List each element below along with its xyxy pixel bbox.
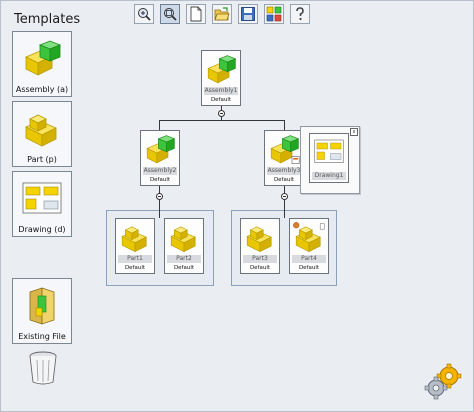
rebuild-icon bbox=[266, 6, 282, 22]
connector-line bbox=[159, 120, 160, 130]
close-icon[interactable]: x bbox=[350, 128, 358, 136]
part-icon bbox=[121, 226, 147, 253]
new-document-icon bbox=[190, 6, 202, 22]
assembly-icon bbox=[207, 55, 237, 84]
template-assembly[interactable]: Assembly (a) bbox=[12, 31, 72, 97]
template-existing-file-label: Existing File bbox=[18, 332, 66, 341]
collapse-toggle-assembly2[interactable] bbox=[156, 193, 163, 200]
help-icon bbox=[296, 7, 304, 21]
part-icon bbox=[170, 226, 196, 253]
trash-icon[interactable] bbox=[27, 350, 59, 386]
template-drawing-label: Drawing (d) bbox=[18, 225, 66, 234]
zoom-in-button[interactable] bbox=[134, 4, 154, 24]
node-config: Default bbox=[210, 97, 232, 103]
node-part1[interactable]: Part1 Default bbox=[115, 218, 155, 274]
collapse-toggle-assembly1[interactable] bbox=[218, 110, 225, 117]
folder-icon bbox=[29, 287, 55, 325]
connector-line bbox=[159, 120, 285, 121]
part-icon bbox=[25, 114, 57, 147]
node-config: Default bbox=[298, 265, 320, 271]
node-config: Default bbox=[124, 265, 146, 271]
assembly-icon bbox=[270, 135, 300, 164]
connector-line bbox=[159, 186, 160, 218]
part-icon bbox=[293, 222, 325, 253]
save-button[interactable] bbox=[238, 4, 258, 24]
open-button[interactable] bbox=[212, 4, 232, 24]
node-name: Drawing1 bbox=[312, 172, 346, 180]
open-folder-icon bbox=[214, 7, 230, 21]
template-part-label: Part (p) bbox=[27, 155, 57, 164]
zoom-in-icon bbox=[138, 8, 151, 21]
drawing1-panel[interactable]: x Drawing1 bbox=[300, 126, 360, 194]
assembly-icon bbox=[146, 135, 176, 164]
node-drawing1[interactable]: Drawing1 bbox=[309, 133, 349, 183]
node-part3[interactable]: Part3 Default bbox=[240, 218, 280, 274]
node-part2[interactable]: Part2 Default bbox=[164, 218, 204, 274]
drawing-icon bbox=[314, 139, 344, 163]
drawing-icon bbox=[22, 182, 62, 214]
node-name: Part3 bbox=[243, 255, 277, 263]
rebuild-button[interactable] bbox=[264, 4, 284, 24]
node-name: Assembly1 bbox=[204, 87, 238, 95]
node-part4[interactable]: Part4 Default bbox=[289, 218, 329, 274]
template-drawing[interactable]: Drawing (d) bbox=[12, 171, 72, 237]
connector-line bbox=[284, 186, 285, 218]
zoom-fit-icon bbox=[164, 8, 177, 21]
node-name: Part4 bbox=[292, 255, 326, 263]
node-name: Part1 bbox=[118, 255, 152, 263]
node-assembly3[interactable]: Assembly3 Default bbox=[264, 130, 304, 186]
node-name: Part2 bbox=[167, 255, 201, 263]
gear-icon[interactable] bbox=[424, 362, 464, 400]
node-assembly2[interactable]: Assembly2 Default bbox=[140, 130, 180, 186]
assembly-icon bbox=[25, 40, 62, 76]
zoom-fit-button[interactable] bbox=[160, 4, 180, 24]
template-assembly-label: Assembly (a) bbox=[15, 85, 69, 94]
part-icon bbox=[246, 226, 272, 253]
node-config: Default bbox=[249, 265, 271, 271]
help-button[interactable] bbox=[290, 4, 310, 24]
node-config: Default bbox=[173, 265, 195, 271]
node-name: Assembly2 bbox=[143, 167, 177, 175]
node-config: Default bbox=[273, 177, 295, 183]
template-part[interactable]: Part (p) bbox=[12, 101, 72, 167]
node-assembly1[interactable]: Assembly1 Default bbox=[201, 50, 241, 106]
panel-title: Templates bbox=[14, 12, 81, 27]
connector-line bbox=[284, 120, 285, 130]
node-config: Default bbox=[149, 177, 171, 183]
new-document-button[interactable] bbox=[186, 4, 206, 24]
collapse-toggle-assembly3[interactable] bbox=[281, 193, 288, 200]
node-name: Assembly3 bbox=[267, 167, 301, 175]
template-existing-file[interactable]: Existing File bbox=[12, 278, 72, 344]
save-icon bbox=[241, 7, 255, 21]
